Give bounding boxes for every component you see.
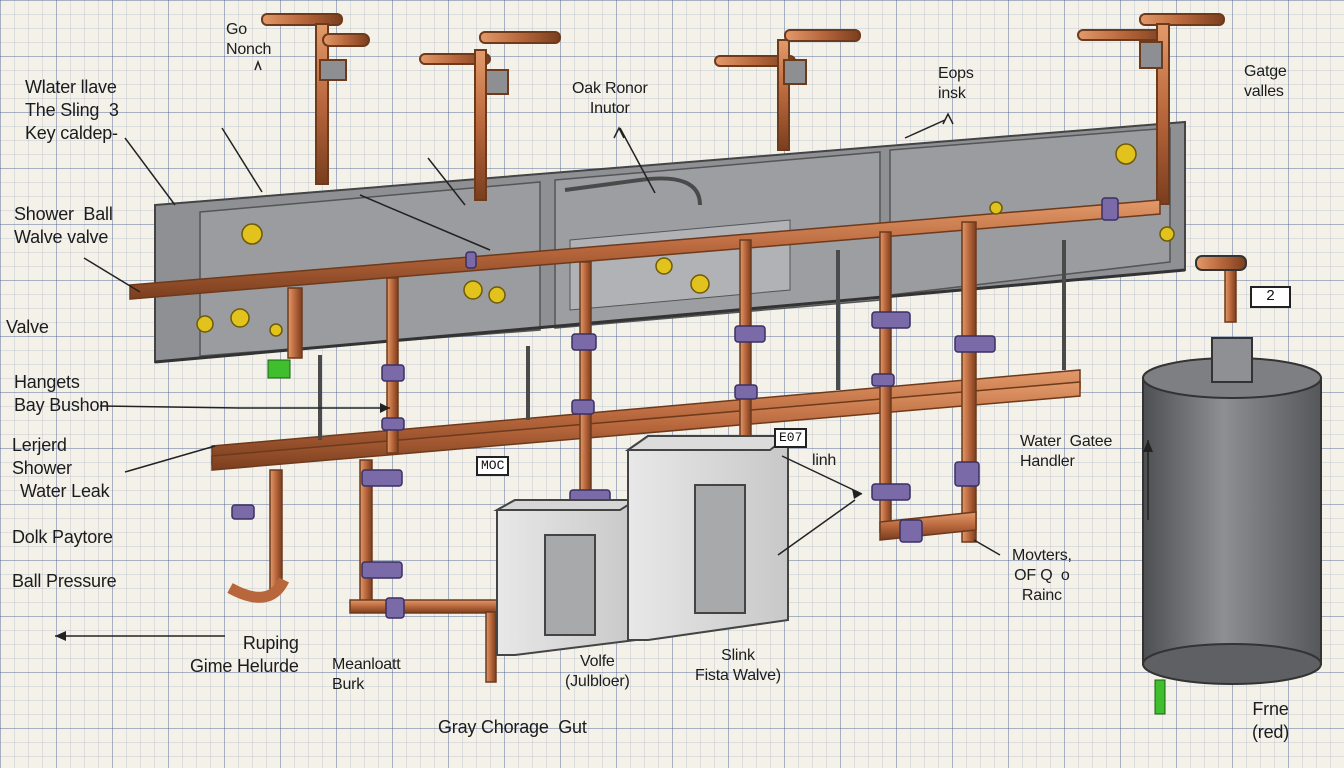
label-dolk-paytore: Dolk Paytore	[12, 527, 113, 547]
arrow-heads	[55, 403, 1153, 641]
label-slink: Slink Fista Walve)	[695, 647, 781, 684]
label-water-leak: Water Leak	[20, 481, 110, 501]
overhead-faucets	[261, 13, 1225, 205]
inline-valves	[231, 197, 1119, 619]
label-lerjerd: Lerjerd Shower	[12, 435, 72, 478]
label-water-gatee: Water Gatee Handler	[1020, 433, 1113, 470]
label-gatge-valles: Gatge valles	[1244, 63, 1287, 100]
label-go-nonch: Go Nonch	[226, 21, 272, 58]
label-movters: Movters, OF Q o Rainc	[1012, 547, 1072, 604]
label-hangets: Hangets Bay Bushon	[14, 372, 110, 415]
leader-lines	[55, 59, 1149, 637]
fixture-box-right	[624, 435, 791, 641]
label-linh: linh	[812, 452, 837, 469]
label-ruping: Ruping Gime Helurde	[190, 633, 299, 676]
label-water-llave: Wlater llave The Sling 3 Key caldep-	[25, 77, 119, 143]
tag-moc: MOC	[476, 456, 510, 476]
label-eops-insk: Eops insk	[938, 65, 974, 102]
tag-e07: E07	[774, 428, 808, 448]
label-gray-chorage: Gray Chorage Gut	[438, 717, 587, 737]
green-indicators	[267, 359, 1166, 715]
copper-pipes	[129, 199, 1237, 683]
label-shower-ball: Shower Ball Walve valve	[14, 204, 113, 247]
water-heater-tank	[1142, 255, 1322, 685]
gray-supply-lines	[318, 176, 1066, 440]
brass-fittings	[196, 143, 1175, 337]
label-volfe: Volfe (Julbloer)	[565, 653, 630, 690]
label-meanloatt: Meanloatt Burk	[332, 656, 401, 693]
label-oak-ronor: Oak Ronor Inutor	[572, 80, 648, 117]
label-frne: Frne (red)	[1252, 699, 1290, 742]
fixture-box-left	[493, 499, 640, 656]
label-valve: Valve	[6, 317, 49, 337]
label-ball-pressure: Ball Pressure	[12, 571, 117, 591]
tag-two: 2	[1250, 286, 1292, 308]
